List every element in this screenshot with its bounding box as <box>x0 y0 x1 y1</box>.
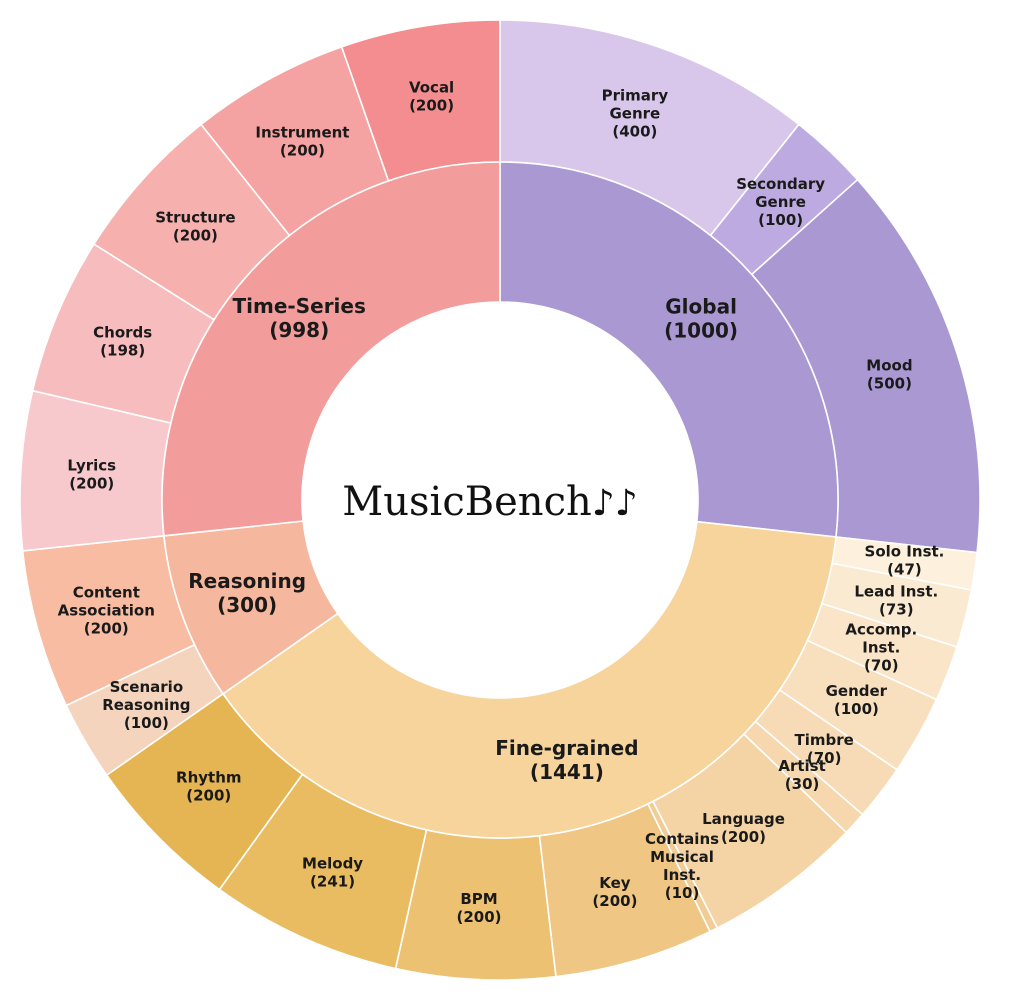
outer-label-chords-line: Chords <box>93 324 152 342</box>
outer-label-lyrics-line: Lyrics <box>67 456 116 474</box>
outer-label-bpm: BPM(200) <box>457 890 502 926</box>
inner-label-global: Global(1000) <box>664 294 738 342</box>
inner-label-time-series: Time-Series(998) <box>233 294 366 342</box>
svg-text:MusicBench♪♪: MusicBench♪♪ <box>342 479 637 525</box>
inner-labels: Global(1000)Fine-grained(1441)Reasoning(… <box>188 294 738 784</box>
inner-segment-time-series <box>161 161 501 537</box>
outer-label-secondary-genre-line: (100) <box>758 211 803 229</box>
inner-ring <box>161 161 839 839</box>
outer-label-key: Key(200) <box>592 874 637 910</box>
inner-label-name: Reasoning <box>188 569 306 593</box>
outer-label-contains-musical-inst-line: Contains <box>645 830 719 848</box>
outer-label-language: Language(200) <box>702 810 785 846</box>
outer-label-lyrics: Lyrics(200) <box>67 456 116 492</box>
center-title: MusicBench <box>342 479 591 525</box>
outer-label-contains-musical-inst-line: (10) <box>665 884 700 902</box>
outer-ring <box>19 19 981 981</box>
inner-label-name: Fine-grained <box>495 736 638 760</box>
inner-label-reasoning: Reasoning(300) <box>188 569 306 617</box>
outer-label-instrument-line: Instrument <box>255 123 349 141</box>
inner-segment-fine-grained <box>221 520 837 839</box>
outer-label-bpm-line: (200) <box>457 908 502 926</box>
inner-label-label: (300) <box>217 593 277 617</box>
outer-label-rhythm-line: (200) <box>186 787 231 805</box>
outer-label-bpm-line: BPM <box>460 890 497 908</box>
outer-label-timbre: Timbre(70) <box>795 731 854 767</box>
outer-label-contains-musical-inst-line: Musical <box>650 848 714 866</box>
outer-label-scenario-reasoning-line: Scenario <box>110 678 184 696</box>
outer-label-gender-line: (100) <box>834 700 879 718</box>
outer-label-accomp-inst: Accomp.Inst.(70) <box>845 620 917 674</box>
outer-label-gender-line: Gender <box>826 682 888 700</box>
outer-label-vocal-line: Vocal <box>409 78 454 96</box>
outer-label-scenario-reasoning-line: (100) <box>124 714 169 732</box>
outer-label-mood: Mood(500) <box>866 357 912 393</box>
outer-label-lead-inst-line: (73) <box>879 601 914 619</box>
outer-label-vocal-line: (200) <box>409 96 454 114</box>
outer-label-artist-line: Artist <box>778 757 825 775</box>
inner-label-fine-grained: Fine-grained(1441) <box>495 736 638 784</box>
outer-label-contains-musical-inst-line: Inst. <box>663 866 701 884</box>
outer-label-solo-inst-line: Solo Inst. <box>865 542 945 560</box>
outer-label-content-association-line: (200) <box>84 619 129 637</box>
outer-label-solo-inst-line: (47) <box>887 560 922 578</box>
outer-label-chords: Chords(198) <box>93 324 152 360</box>
outer-label-language-line: (200) <box>721 828 766 846</box>
inner-segment-global <box>499 161 839 538</box>
outer-label-instrument-line: (200) <box>280 141 325 159</box>
outer-label-timbre-line: Timbre <box>795 731 854 749</box>
outer-label-melody: Melody(241) <box>302 855 363 891</box>
outer-label-vocal: Vocal(200) <box>409 78 454 114</box>
outer-label-timbre-line: (70) <box>807 749 842 767</box>
outer-label-gender: Gender(100) <box>826 682 888 718</box>
outer-label-secondary-genre-line: Genre <box>755 193 806 211</box>
outer-label-primary-genre-line: Primary <box>602 86 669 104</box>
outer-label-accomp-inst-line: Accomp. <box>845 620 917 638</box>
outer-label-primary-genre-line: (400) <box>612 122 657 140</box>
outer-label-lead-inst-line: Lead Inst. <box>854 583 938 601</box>
outer-label-key-line: (200) <box>592 892 637 910</box>
outer-label-content-association-line: Association <box>58 601 155 619</box>
outer-label-solo-inst: Solo Inst.(47) <box>865 542 945 578</box>
outer-label-structure: Structure(200) <box>155 209 235 245</box>
outer-label-melody-line: Melody <box>302 855 363 873</box>
outer-label-scenario-reasoning-line: Reasoning <box>102 696 190 714</box>
outer-label-structure-line: Structure <box>155 209 235 227</box>
outer-label-instrument: Instrument(200) <box>255 123 349 159</box>
inner-label-label: (1441) <box>530 760 604 784</box>
music-note-icon: ♪♪ <box>592 483 638 524</box>
outer-label-content-association-line: Content <box>73 583 140 601</box>
outer-label-structure-line: (200) <box>173 227 218 245</box>
inner-label-name: Time-Series <box>233 294 366 318</box>
inner-label-label: (998) <box>269 318 329 342</box>
outer-label-accomp-inst-line: Inst. <box>862 638 900 656</box>
outer-label-rhythm-line: Rhythm <box>176 769 242 787</box>
outer-label-chords-line: (198) <box>100 342 145 360</box>
outer-label-accomp-inst-line: (70) <box>864 656 899 674</box>
outer-label-primary-genre-line: Genre <box>610 104 661 122</box>
outer-label-artist: Artist(30) <box>778 757 825 793</box>
outer-label-melody-line: (241) <box>310 873 355 891</box>
outer-label-rhythm: Rhythm(200) <box>176 769 242 805</box>
inner-label-name: Global <box>665 294 737 318</box>
outer-label-artist-line: (30) <box>785 775 820 793</box>
outer-label-lyrics-line: (200) <box>69 474 114 492</box>
outer-label-mood-line: Mood <box>866 357 912 375</box>
center-title-group: MusicBench♪♪ <box>342 479 637 525</box>
inner-label-label: (1000) <box>664 318 738 342</box>
outer-label-mood-line: (500) <box>867 375 912 393</box>
outer-label-secondary-genre-line: Secondary <box>736 175 825 193</box>
outer-label-key-line: Key <box>599 874 631 892</box>
outer-label-lead-inst: Lead Inst.(73) <box>854 583 938 619</box>
outer-label-language-line: Language <box>702 810 785 828</box>
